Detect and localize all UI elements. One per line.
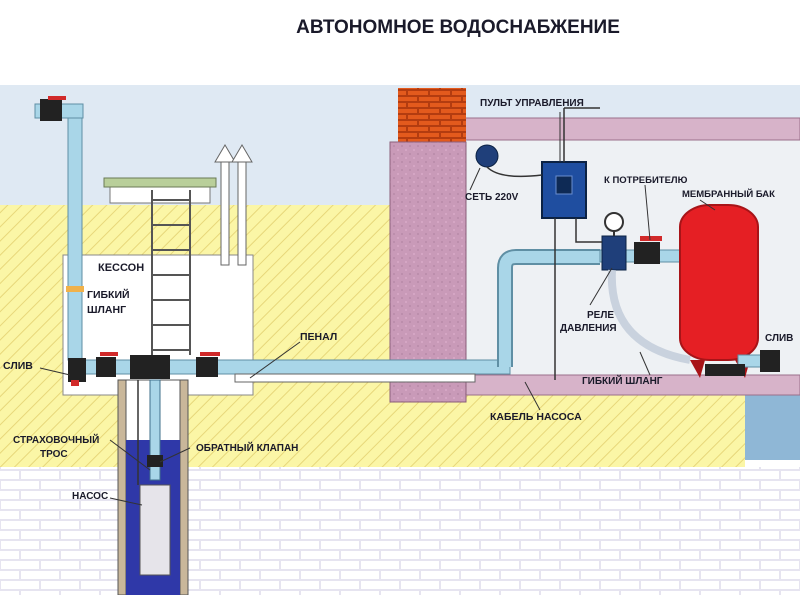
label-flex-hose-2: ШЛАНГ	[87, 304, 126, 316]
label-drain-right: СЛИВ	[765, 333, 793, 344]
control-panel-display	[555, 175, 573, 195]
top-valve-handle	[48, 96, 66, 100]
label-casing: ПЕНАЛ	[300, 331, 337, 343]
soil-layer-right	[465, 388, 745, 468]
label-safety-rope-2: ТРОС	[40, 449, 68, 460]
label-drain-left: СЛИВ	[3, 360, 33, 372]
mid-valve	[196, 357, 218, 377]
hose-coupling	[66, 286, 84, 292]
pressure-relay	[601, 235, 627, 271]
label-safety-rope-1: СТРАХОВОЧНЫЙ	[13, 433, 99, 446]
label-pump: НАСОС	[72, 491, 108, 502]
label-membrane-tank: МЕМБРАННЫЙ БАК	[682, 188, 775, 200]
left-valve-handle	[100, 352, 118, 356]
well-pipe	[149, 379, 161, 481]
label-pump-cable: КАБЕЛЬ НАСОСА	[490, 411, 582, 423]
consumer-valve	[634, 242, 660, 264]
pump	[139, 484, 171, 576]
pressure-gauge	[604, 212, 624, 232]
label-pressure-relay-2: ДАВЛЕНИЯ	[560, 323, 617, 334]
tank-drain-valve	[760, 350, 780, 372]
relay-wire	[575, 218, 602, 243]
label-caisson: КЕССОН	[98, 262, 144, 274]
membrane-tank	[679, 204, 759, 361]
label-flex-hose-1: ГИБКИЙ	[87, 288, 130, 301]
right-water-block	[745, 395, 800, 460]
diagram-title: АВТОНОМНОЕ ВОДОСНАБЖЕНИЕ	[296, 17, 620, 38]
tank-base	[705, 364, 745, 376]
vent-pipes	[214, 144, 253, 266]
check-valve	[147, 455, 163, 467]
label-to-consumer: К ПОТРЕБИТЕЛЮ	[604, 175, 688, 186]
label-flex-hose-right: ГИБКИЙ ШЛАНГ	[582, 374, 663, 387]
house-wall	[389, 141, 467, 403]
chimney-bricks	[398, 88, 466, 142]
label-check-valve: ОБРАТНЫЙ КЛАПАН	[196, 441, 298, 454]
ceiling-slab	[464, 117, 800, 141]
label-pressure-relay-1: РЕЛЕ	[587, 310, 614, 321]
house-pipe	[499, 251, 600, 367]
socket-220v	[475, 144, 499, 168]
drain-fitting	[68, 358, 86, 382]
tank-leg-left	[690, 360, 705, 378]
pipe-tee	[130, 355, 170, 379]
casing-tube	[234, 373, 476, 383]
leader-lines	[39, 112, 716, 506]
ladder	[151, 190, 191, 355]
mid-valve-handle	[200, 352, 220, 356]
flexible-hose	[607, 269, 691, 364]
top-valve	[40, 99, 62, 121]
caisson-lid	[103, 177, 217, 188]
left-valve	[96, 357, 116, 377]
drain-cap	[71, 380, 79, 386]
label-control-panel: ПУЛЬТ УПРАВЛЕНИЯ	[480, 98, 584, 109]
label-mains: СЕТЬ 220V	[465, 192, 519, 203]
left-riser-pipe	[67, 109, 83, 361]
consumer-valve-handle	[640, 236, 662, 241]
